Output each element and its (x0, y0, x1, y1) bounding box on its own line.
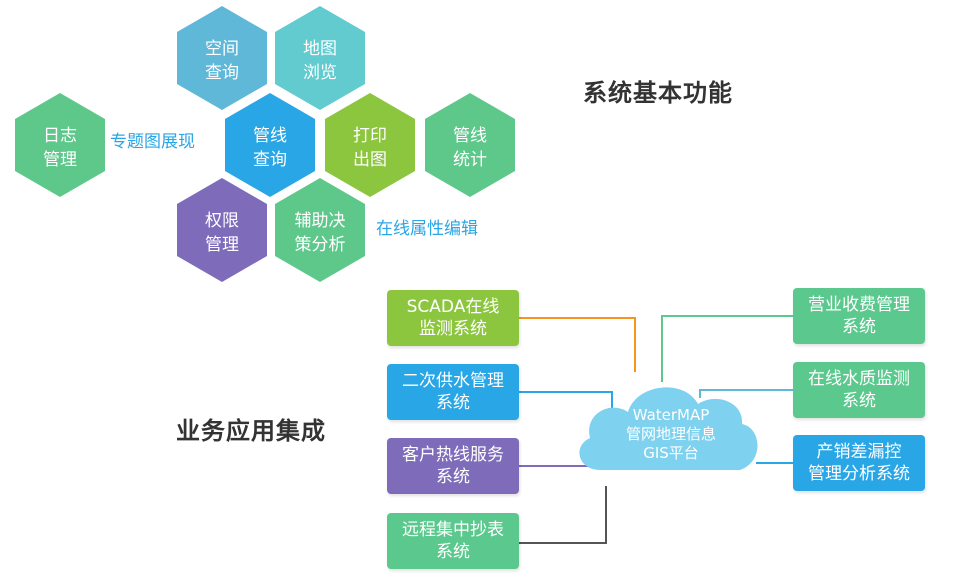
system-box-hotline: 客户热线服务系统 (387, 438, 519, 494)
system-box-label: 远程集中抄表 (402, 520, 504, 540)
system-box-label: 在线水质监测 (808, 369, 910, 389)
system-box-billing: 营业收费管理系统 (793, 288, 925, 344)
hex-label: 打印 (353, 126, 387, 146)
hex-shape (275, 178, 365, 282)
cloud-label: 管网地理信息 (626, 425, 716, 443)
system-box-scada: SCADA在线监测系统 (387, 290, 519, 346)
system-box-label: 客户热线服务 (402, 445, 504, 465)
connector-lines (519, 315, 793, 544)
hex-label: 辅助决 (295, 211, 346, 231)
cloud-label: WaterMAP (633, 406, 710, 424)
system-box-label: 系统 (436, 393, 470, 413)
hex-label: 出图 (353, 150, 387, 170)
hex-label: 日志 (43, 126, 77, 146)
connector-line (661, 315, 793, 382)
functions-heading: 系统基本功能 (583, 79, 733, 107)
hex-shape (15, 93, 105, 197)
system-box-quality: 在线水质监测系统 (793, 362, 925, 418)
online-edit-label: 在线属性编辑 (376, 219, 478, 239)
hex-label: 地图 (303, 39, 337, 59)
connector-line (699, 389, 793, 398)
system-box-label: 系统 (842, 391, 876, 411)
connector-line (519, 391, 613, 412)
hex-shape (225, 93, 315, 197)
system-box-label: 系统 (436, 542, 470, 562)
hex-label: 查询 (205, 63, 239, 83)
hex-label: 查询 (253, 150, 287, 170)
system-box-label: 监测系统 (419, 319, 487, 339)
system-box-label: 产销差漏控 (816, 442, 902, 462)
thematic-map-label: 专题图展现 (110, 132, 195, 152)
hex-shape (177, 178, 267, 282)
system-box-label: 系统 (842, 317, 876, 337)
system-box-label: 管理分析系统 (808, 464, 910, 484)
system-box-label: 二次供水管理 (402, 371, 504, 391)
hex-label: 管理 (43, 150, 77, 170)
hex-label: 浏览 (303, 63, 337, 83)
system-box-label: 系统 (436, 467, 470, 487)
hex-shape (177, 6, 267, 110)
connector-line (519, 486, 607, 544)
hex-shape (275, 6, 365, 110)
hex-shape (325, 93, 415, 197)
hex-label: 权限 (205, 211, 239, 231)
hex-label: 策分析 (295, 235, 346, 255)
hex-label: 管理 (205, 235, 239, 255)
connector-line (519, 317, 636, 372)
cloud-label: GIS平台 (643, 444, 699, 462)
system-box-label: 营业收费管理 (808, 295, 910, 315)
hex-shape (425, 93, 515, 197)
system-box-water-supply: 二次供水管理系统 (387, 364, 519, 420)
hex-label: 管线 (453, 126, 487, 146)
cloud-shape (579, 387, 758, 470)
integration-heading: 业务应用集成 (176, 417, 326, 445)
hex-label: 统计 (453, 150, 487, 170)
hex-label: 管线 (253, 126, 287, 146)
hex-label: 空间 (205, 39, 239, 59)
system-box-meter: 远程集中抄表系统 (387, 513, 519, 569)
system-box-label: SCADA在线 (406, 297, 500, 317)
system-box-leakage: 产销差漏控管理分析系统 (793, 435, 925, 491)
